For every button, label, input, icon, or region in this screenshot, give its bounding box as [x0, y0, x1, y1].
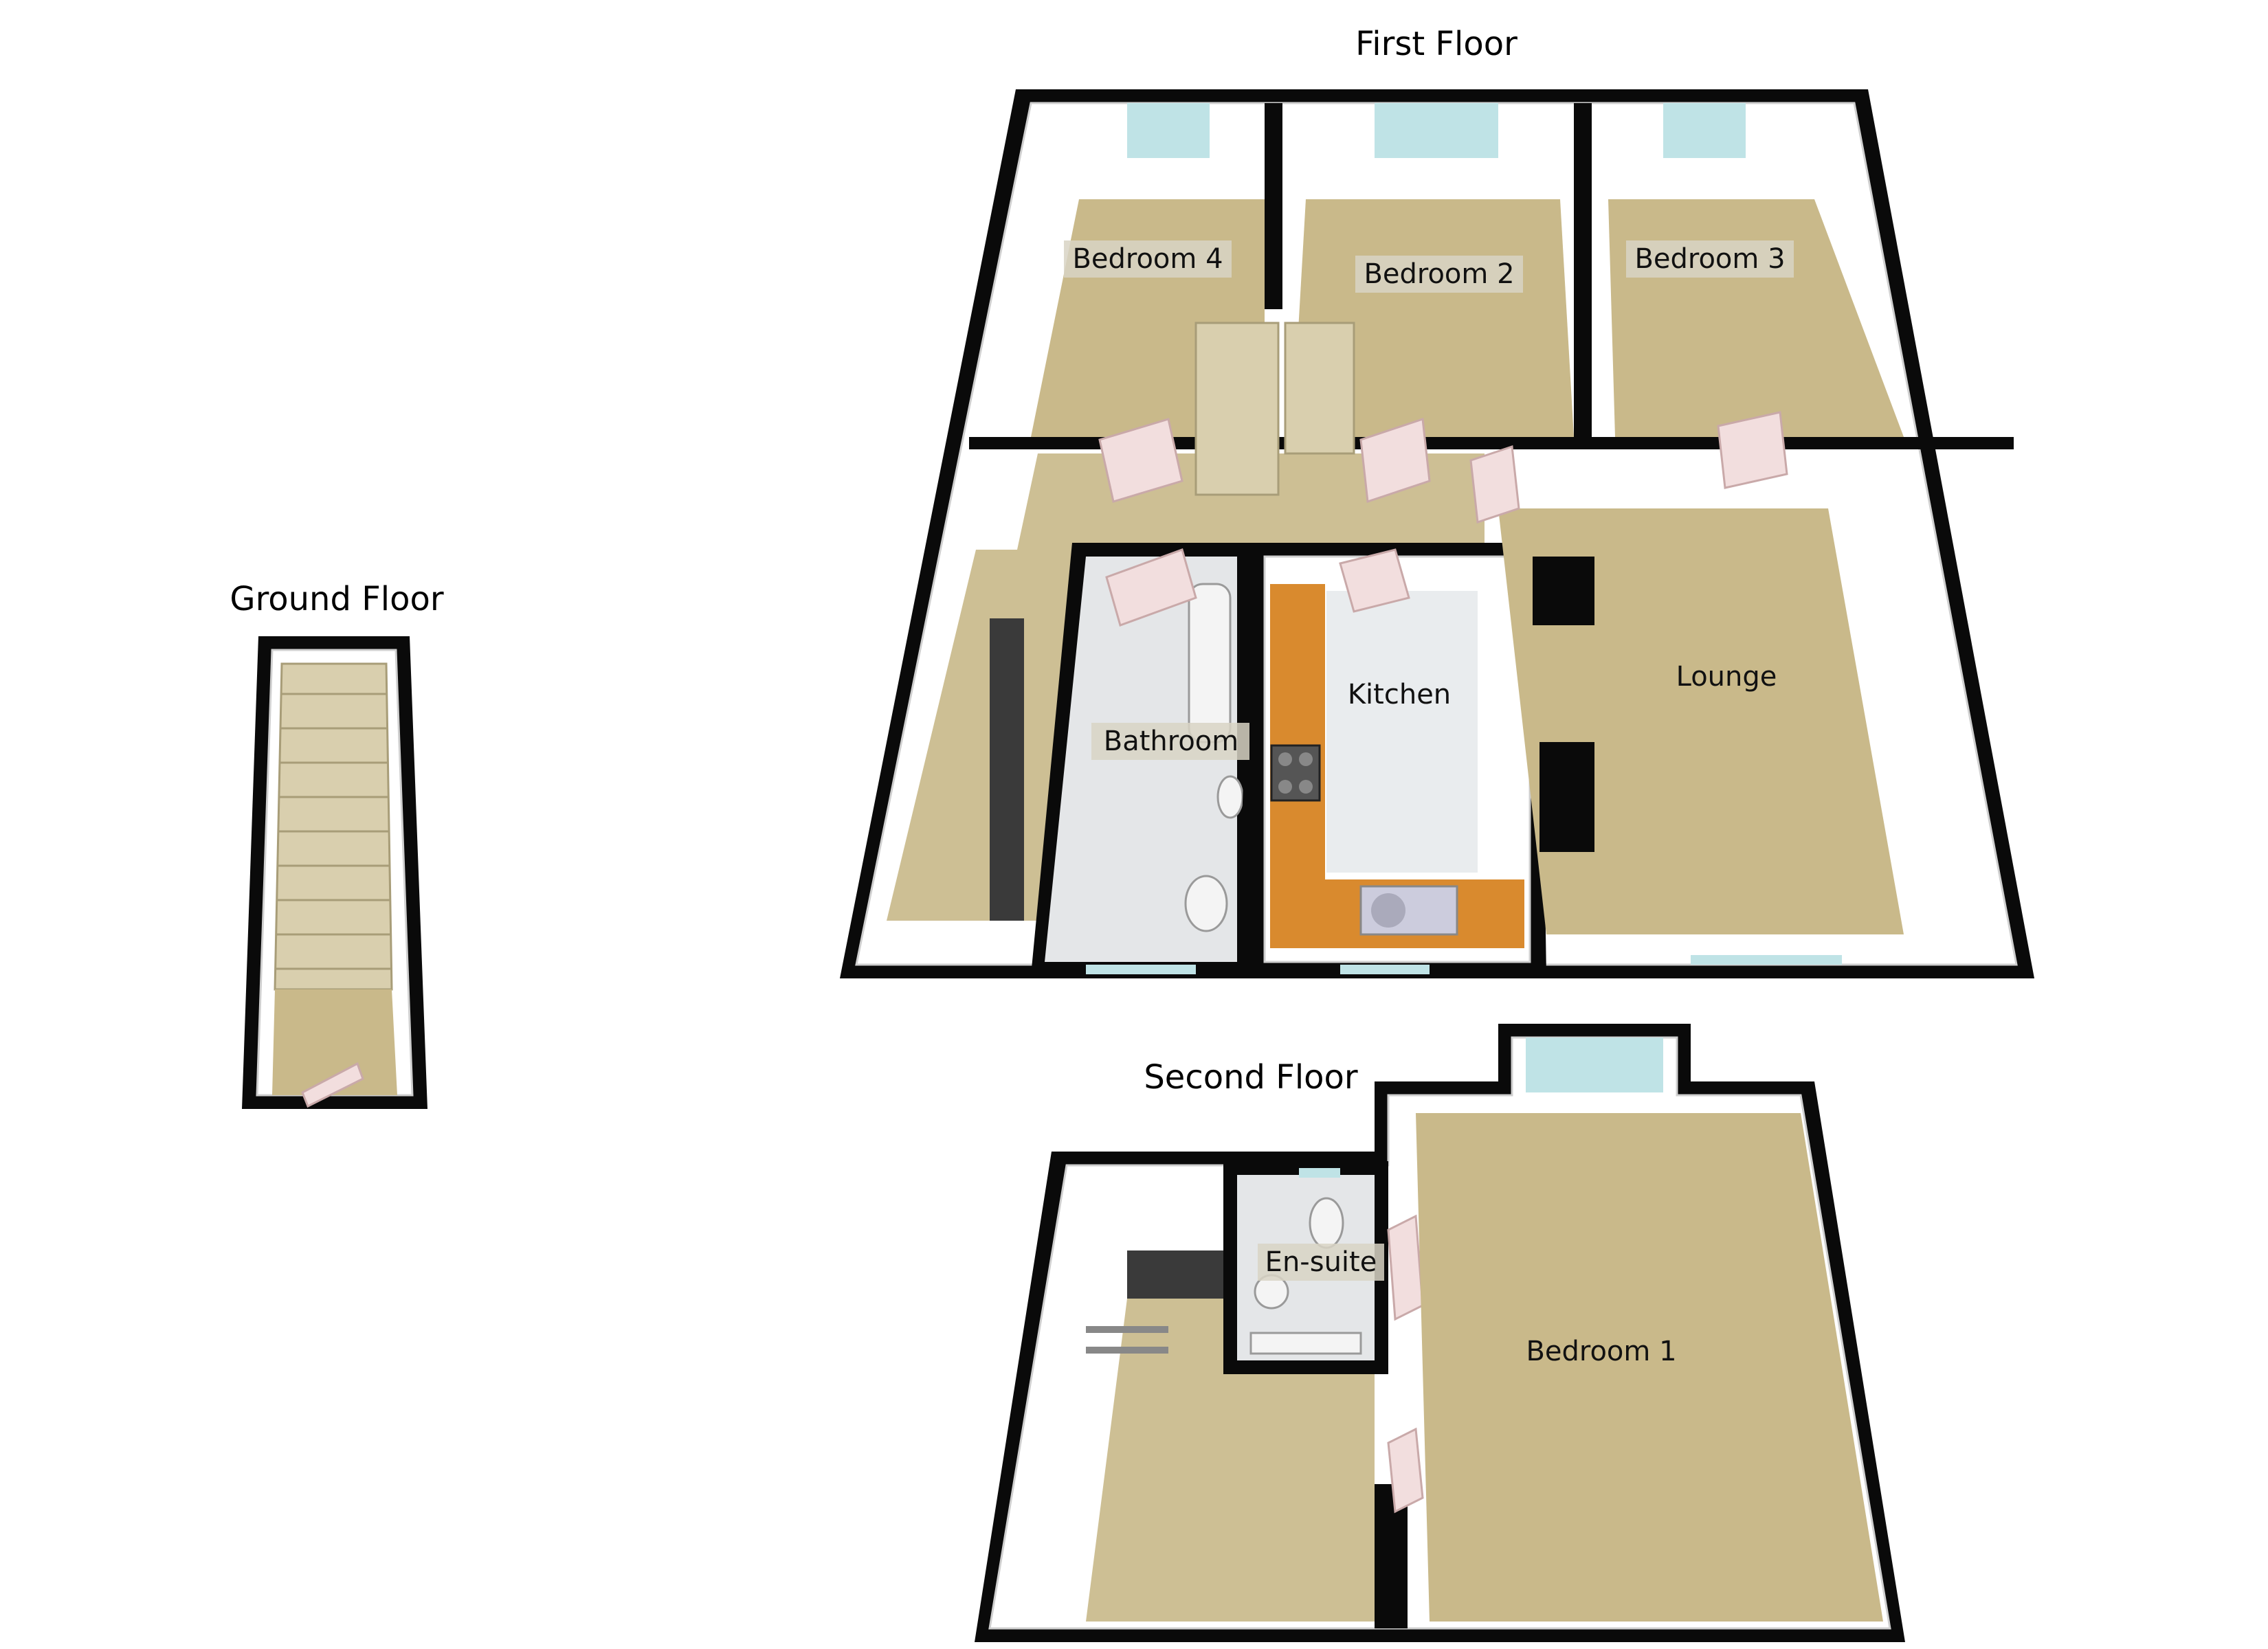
- room-label-bathroom: Bathroom: [1104, 726, 1238, 757]
- bathroom-door[interactable]: [1105, 548, 1197, 627]
- room-label-bedroom-2: Bedroom 2: [1364, 258, 1514, 290]
- lounge-window: [1691, 955, 1842, 965]
- lounge-cupboard: [1539, 742, 1594, 852]
- kitchen-floor: [1326, 591, 1478, 873]
- kitchen-door[interactable]: [1339, 548, 1410, 613]
- ensuite-shower: [1249, 1332, 1362, 1355]
- bedroom-2-door[interactable]: [1359, 417, 1431, 504]
- first-floor-stairs-up: [1194, 322, 1280, 496]
- kitchen-sink: [1359, 885, 1458, 936]
- kitchen-hob: [1270, 744, 1321, 802]
- room-label-bedroom-4: Bedroom 4: [1072, 243, 1223, 275]
- bedroom-2-window: [1375, 103, 1498, 158]
- towel-rail: [1086, 1326, 1168, 1354]
- bedroom-1-window: [1526, 1037, 1663, 1092]
- bathroom-toilet: [1184, 875, 1228, 932]
- front-door[interactable]: [301, 1062, 364, 1108]
- hall-floor: [887, 550, 1086, 921]
- kitchen-window: [1340, 965, 1430, 974]
- bedroom-4-door[interactable]: [1098, 418, 1183, 503]
- lounge-chimney: [1533, 557, 1594, 625]
- bathroom-basin: [1216, 775, 1244, 819]
- hall-radiator: [990, 618, 1024, 921]
- bedroom-4-window: [1127, 103, 1210, 158]
- second-floor-stairwell: [1127, 1250, 1230, 1299]
- bathroom-window: [1086, 965, 1196, 974]
- bedroom-3-door[interactable]: [1717, 411, 1788, 489]
- room-label-lounge: Lounge: [1676, 661, 1777, 693]
- lounge-door[interactable]: [1469, 445, 1520, 524]
- room-label-bedroom-1: Bedroom 1: [1526, 1336, 1676, 1367]
- room-label-kitchen: Kitchen: [1348, 679, 1451, 710]
- ground-floor-staircase: [274, 662, 393, 991]
- first-floor-title: First Floor: [1355, 25, 1517, 63]
- second-floor-title: Second Floor: [1144, 1058, 1358, 1097]
- ensuite-window: [1299, 1168, 1340, 1178]
- ensuite-toilet: [1309, 1197, 1344, 1249]
- ensuite-door[interactable]: [1387, 1214, 1424, 1321]
- room-label-bedroom-3: Bedroom 3: [1634, 243, 1785, 275]
- lounge-floor: [1498, 508, 1904, 934]
- bedroom-1-floor: [1416, 1113, 1883, 1622]
- wall-bed2-bed3: [1574, 103, 1592, 437]
- bedroom-1-door[interactable]: [1387, 1427, 1424, 1514]
- landing-second-floor: [1086, 1299, 1375, 1622]
- ground-floor-title: Ground Floor: [230, 580, 443, 618]
- first-floor-stairs-down: [1284, 322, 1355, 455]
- bedroom-3-window: [1663, 103, 1746, 158]
- bath-tub: [1188, 583, 1232, 743]
- first-floor: First Floor: [840, 25, 2034, 978]
- room-label-en-suite: En-suite: [1265, 1246, 1377, 1278]
- second-floor: Second Floor En-suite Bedroom 1: [975, 1024, 1905, 1642]
- ground-floor: Ground Floor: [230, 580, 444, 1109]
- wall-bed4-bed2: [1265, 103, 1282, 309]
